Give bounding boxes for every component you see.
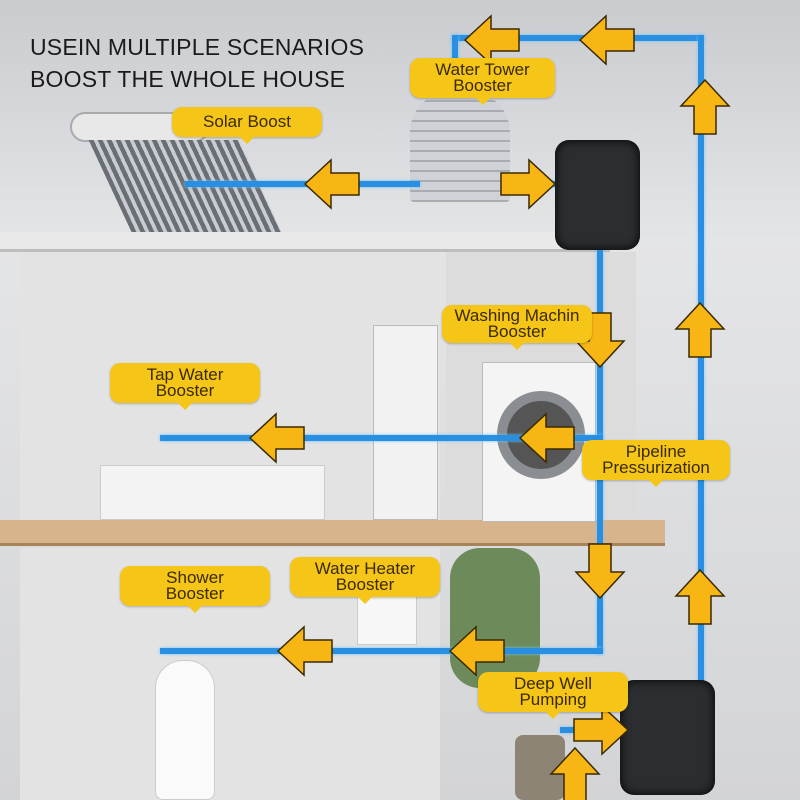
label-line: Booster [335, 575, 395, 594]
arrow-left-icon [519, 413, 575, 463]
floor-slab [0, 520, 665, 546]
label-line: Pipeline [625, 442, 687, 461]
pump-top [555, 140, 640, 250]
pipe-kitchen [160, 435, 603, 441]
pipe-bathroom [160, 648, 603, 654]
label-line: Booster [487, 322, 547, 341]
arrow-up-icon [675, 302, 725, 358]
label-line: Tap Water [146, 365, 224, 384]
label-line: Pumping [519, 690, 587, 709]
label-line: Shower [166, 568, 224, 587]
label-line: Booster [453, 76, 512, 95]
arrow-right-icon [573, 705, 629, 755]
label-line: Booster [165, 584, 225, 603]
arrow-up-icon [550, 747, 600, 800]
arrow-left-icon [579, 15, 635, 65]
label-line: Pressurization [602, 458, 710, 477]
pipe-top [452, 35, 704, 41]
arrow-left-icon [277, 626, 333, 676]
label-solar-boost: Solar Boost [172, 107, 322, 144]
label-line: Solar Boost [203, 112, 291, 131]
headline-line1: USEIN MULTIPLE SCENARIOS [30, 34, 365, 60]
label-line: Deep Well [513, 674, 593, 693]
roof-slab [0, 232, 610, 252]
arrow-right-icon [500, 159, 556, 209]
label-line: Water Heater [314, 559, 416, 578]
arrow-up-icon [675, 569, 725, 625]
toilet [155, 660, 215, 800]
arrow-left-icon [464, 15, 520, 65]
pump-bottom [620, 680, 715, 795]
pipe-solar [185, 181, 420, 187]
arrow-left-icon [449, 626, 505, 676]
label-line: Booster [155, 381, 215, 400]
kitchen-cabinet [100, 465, 325, 520]
arrow-up-icon [680, 79, 730, 135]
arrow-left-icon [249, 413, 305, 463]
pipe-riser [698, 35, 704, 695]
refrigerator [373, 325, 438, 520]
arrow-down-icon [575, 543, 625, 599]
water-tower-tank [410, 92, 510, 202]
label-line: Water Tower [435, 60, 530, 79]
headline-line2: BOOST THE WHOLE HOUSE [30, 66, 346, 92]
label-line: Washing Machin [454, 306, 580, 325]
arrow-left-icon [304, 159, 360, 209]
